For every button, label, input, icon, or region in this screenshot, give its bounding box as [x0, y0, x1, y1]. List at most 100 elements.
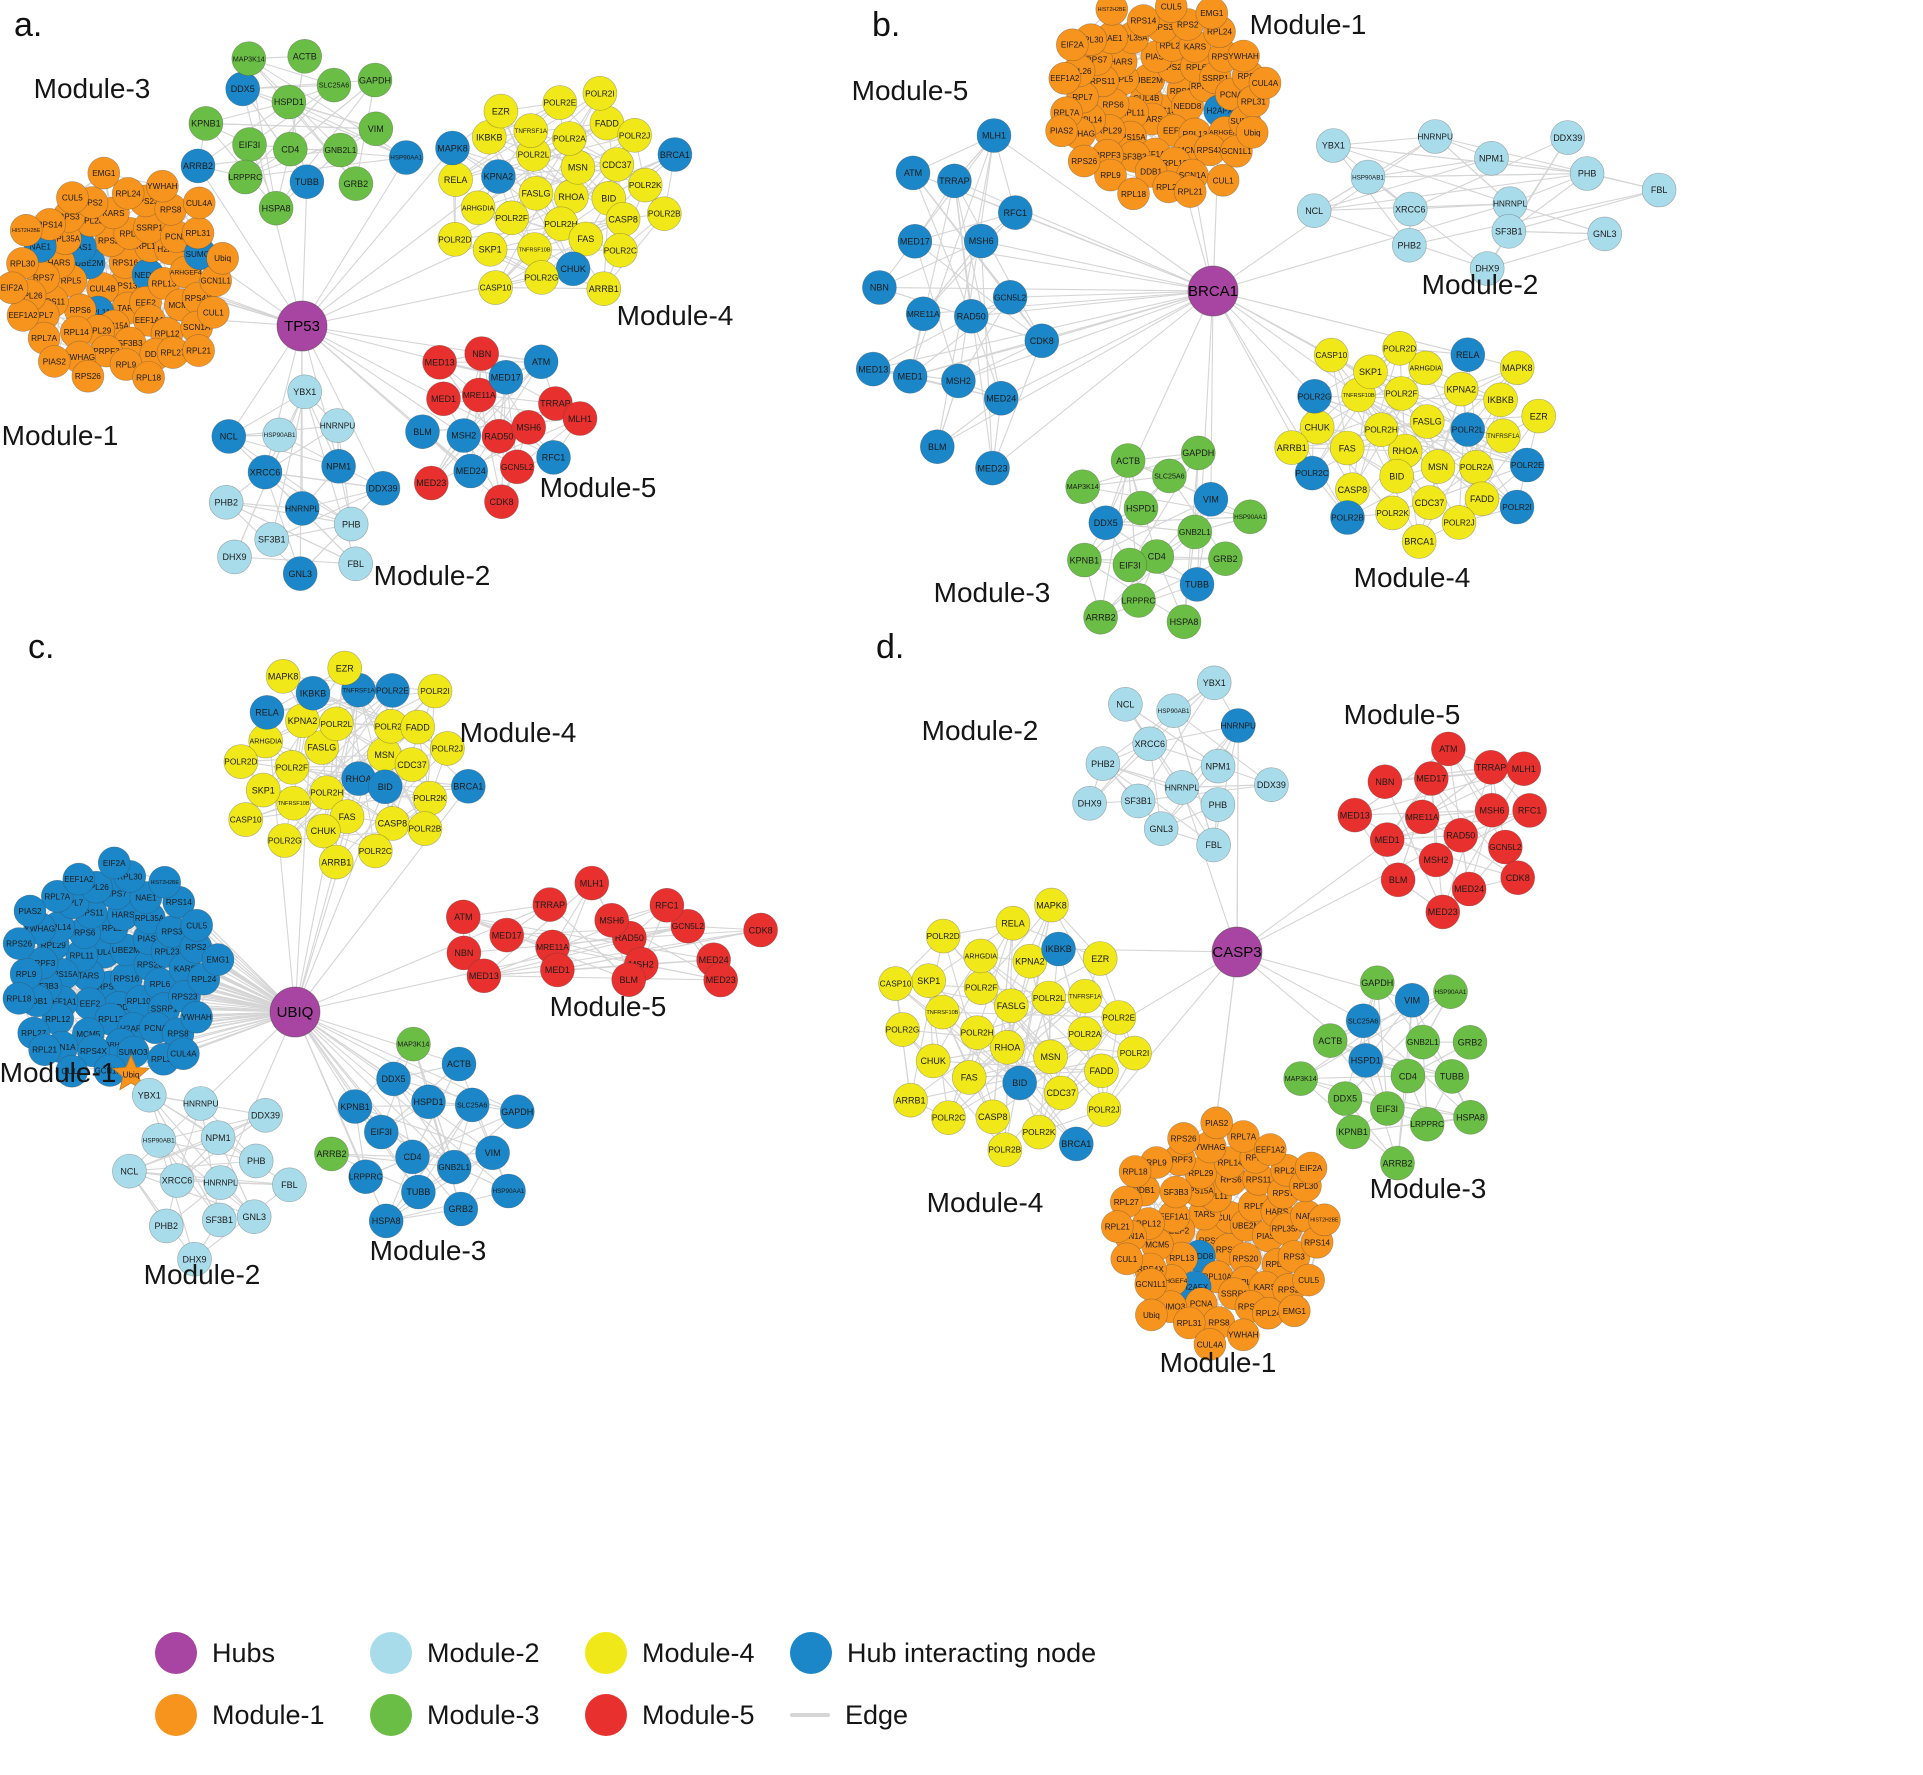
svg-text:HIST2H2BE: HIST2H2BE — [1098, 7, 1127, 13]
svg-text:MRE11A: MRE11A — [463, 390, 496, 400]
node-MSH6: MSH6 — [963, 223, 999, 259]
node-RELA: RELA — [249, 695, 285, 730]
node-TUBB: TUBB — [1434, 1059, 1470, 1094]
svg-text:RPL24: RPL24 — [191, 975, 216, 984]
node-NBN: NBN — [446, 935, 482, 971]
svg-text:SCN1A: SCN1A — [48, 1043, 76, 1052]
svg-text:HARS: HARS — [48, 258, 71, 267]
svg-text:RPL13: RPL13 — [1182, 130, 1207, 139]
svg-text:RPS7: RPS7 — [105, 889, 127, 898]
node-MED1: MED1 — [892, 358, 928, 394]
svg-text:KARS: KARS — [102, 209, 125, 218]
svg-text:RPL12: RPL12 — [1136, 1220, 1161, 1229]
svg-text:PRPF3: PRPF3 — [1166, 1156, 1193, 1165]
svg-text:EEF1A2: EEF1A2 — [1256, 1145, 1285, 1154]
svg-text:EEF1A1: EEF1A1 — [135, 316, 164, 325]
svg-text:ACTB: ACTB — [1318, 1036, 1342, 1046]
svg-text:CHUK: CHUK — [311, 826, 337, 836]
node-CDC37: CDC37 — [599, 147, 635, 182]
node-BRCA1: BRCA1 — [1059, 1126, 1094, 1162]
node-HIST2H2BE: HIST2H2BE — [1095, 0, 1129, 26]
legend-label-module-5: Module-5 — [642, 1699, 755, 1730]
node-HNRNPU: HNRNPU — [183, 1086, 219, 1121]
svg-text:MED1: MED1 — [545, 965, 570, 975]
node-MED17: MED17 — [488, 359, 524, 395]
svg-text:RPL26: RPL26 — [1274, 1166, 1299, 1175]
svg-text:RPS20: RPS20 — [98, 237, 124, 246]
svg-text:SSRP1: SSRP1 — [136, 224, 163, 233]
svg-text:HSP90AB1: HSP90AB1 — [1158, 708, 1190, 715]
svg-text:ARHGEF4: ARHGEF4 — [1209, 130, 1241, 137]
svg-text:RPS11: RPS11 — [1246, 1175, 1272, 1184]
svg-text:RPL7A: RPL7A — [1054, 109, 1080, 118]
svg-text:YWHAH: YWHAH — [1228, 1331, 1259, 1340]
node-POLR2H: POLR2H — [1364, 412, 1399, 448]
svg-text:ATM: ATM — [904, 168, 922, 178]
node-FAS: FAS — [1329, 430, 1365, 466]
legend-item-module-3: Module-3 — [370, 1694, 585, 1736]
svg-text:RPS3: RPS3 — [161, 928, 183, 937]
svg-text:CDK8: CDK8 — [489, 497, 513, 507]
svg-text:RPS8: RPS8 — [1238, 72, 1260, 81]
svg-text:RPL35A: RPL35A — [1271, 1225, 1301, 1234]
svg-text:PIAS2: PIAS2 — [1205, 1119, 1229, 1128]
svg-text:RPS15A: RPS15A — [1116, 133, 1147, 142]
node-PHB2: PHB2 — [1392, 227, 1427, 263]
node-MED23: MED23 — [1425, 894, 1461, 930]
node-DDX39: DDX39 — [365, 470, 401, 506]
svg-text:TNFRSF1A: TNFRSF1A — [1487, 433, 1520, 440]
node-GRB2: GRB2 — [443, 1191, 479, 1227]
node-MED13: MED13 — [422, 344, 457, 380]
node-Ubiq: Ubiq — [1235, 116, 1269, 149]
nodes-layer: RPS13CUL4BRPS16TARSUBE2MNEDD8RPL11RPS20E… — [855, 0, 1677, 640]
svg-text:RPL31: RPL31 — [1177, 1319, 1202, 1328]
svg-text:ARRB1: ARRB1 — [321, 857, 351, 867]
node-MLH1: MLH1 — [574, 865, 610, 901]
svg-text:RFC1: RFC1 — [1518, 806, 1542, 816]
svg-text:MED17: MED17 — [492, 930, 522, 940]
svg-text:EEF2: EEF2 — [1163, 126, 1184, 135]
svg-text:XRCC6: XRCC6 — [162, 1176, 193, 1186]
svg-text:CASP3: CASP3 — [1212, 944, 1261, 961]
node-LRPPRC: LRPPRC — [1121, 583, 1156, 618]
svg-text:TNFRSF10B: TNFRSF10B — [519, 248, 551, 254]
node-YBX1: YBX1 — [1196, 665, 1232, 701]
svg-text:RPS7: RPS7 — [1273, 1189, 1295, 1198]
svg-text:GCN5L2: GCN5L2 — [1489, 842, 1522, 852]
node-HSPD1: HSPD1 — [411, 1084, 446, 1120]
svg-text:GCN1L1: GCN1L1 — [201, 276, 231, 285]
svg-text:PIAS1: PIAS1 — [1256, 1232, 1280, 1241]
legend-label-module-1: Module-1 — [212, 1699, 325, 1730]
svg-text:IKBKB: IKBKB — [1045, 944, 1072, 954]
node-DHX9: DHX9 — [1072, 785, 1107, 821]
svg-text:FBL: FBL — [347, 559, 364, 569]
svg-text:RPL12: RPL12 — [154, 329, 179, 338]
node-HNRNPL: HNRNPL — [203, 1165, 238, 1200]
node-VIM: VIM — [1394, 982, 1430, 1018]
svg-text:MAPK8: MAPK8 — [268, 672, 299, 682]
svg-text:RHOA: RHOA — [994, 1043, 1020, 1053]
node-IKBKB: IKBKB — [1483, 382, 1518, 418]
node-HIST2H2BE: HIST2H2BE — [148, 865, 181, 899]
node-GAPDH: GAPDH — [499, 1094, 535, 1129]
node-POLR2E: POLR2E — [375, 673, 410, 708]
node-POLR2G: POLR2G — [267, 823, 303, 858]
node-TNFRSF1A: TNFRSF1A — [1486, 418, 1521, 454]
node-PHB: PHB — [333, 506, 369, 542]
svg-text:MED13: MED13 — [1340, 810, 1370, 820]
node-Ubiq: Ubiq — [1135, 1298, 1168, 1332]
node-HNRNPL: HNRNPL — [1164, 770, 1199, 805]
svg-text:RPS6: RPS6 — [74, 929, 96, 938]
node-TUBB: TUBB — [401, 1174, 436, 1210]
svg-text:POLR2J: POLR2J — [619, 130, 650, 140]
node-MAP3K14: MAP3K14 — [1283, 1061, 1318, 1096]
svg-text:CUL1: CUL1 — [203, 308, 224, 317]
node-BRCA1: BRCA1 — [1401, 524, 1437, 559]
svg-text:POLR2L: POLR2L — [320, 719, 352, 729]
svg-text:YWHAH: YWHAH — [147, 182, 178, 191]
svg-text:VIM: VIM — [1404, 996, 1420, 1006]
svg-text:GAPDH: GAPDH — [501, 1107, 533, 1117]
svg-text:TUBB: TUBB — [295, 177, 319, 187]
svg-text:POLR2C: POLR2C — [932, 1113, 965, 1123]
svg-text:MSN: MSN — [1428, 462, 1448, 472]
